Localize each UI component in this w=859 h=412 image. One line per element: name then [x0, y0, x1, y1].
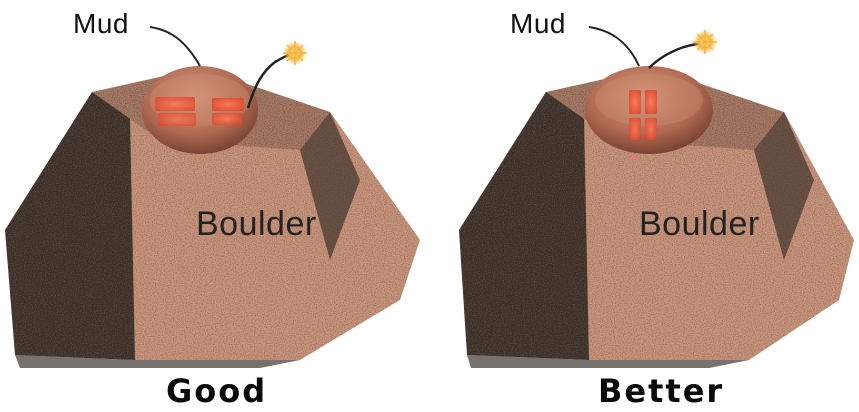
caption-good: Good: [166, 372, 267, 410]
mud-leader-line: [589, 27, 639, 66]
boulder-label: Boulder: [196, 205, 317, 244]
mud-label: Mud: [73, 8, 129, 40]
fuse-wire: [649, 44, 699, 68]
mud-label: Mud: [510, 8, 566, 40]
caption-better: Better: [598, 372, 724, 410]
panel-good: Mud Boulder Good: [0, 0, 430, 412]
boulder-label: Boulder: [639, 205, 760, 244]
mud-leader-line: [150, 27, 200, 66]
spark-icon: [283, 41, 307, 65]
spark-icon: [693, 30, 717, 54]
panel-better: Mud Boulder Better: [429, 0, 859, 412]
